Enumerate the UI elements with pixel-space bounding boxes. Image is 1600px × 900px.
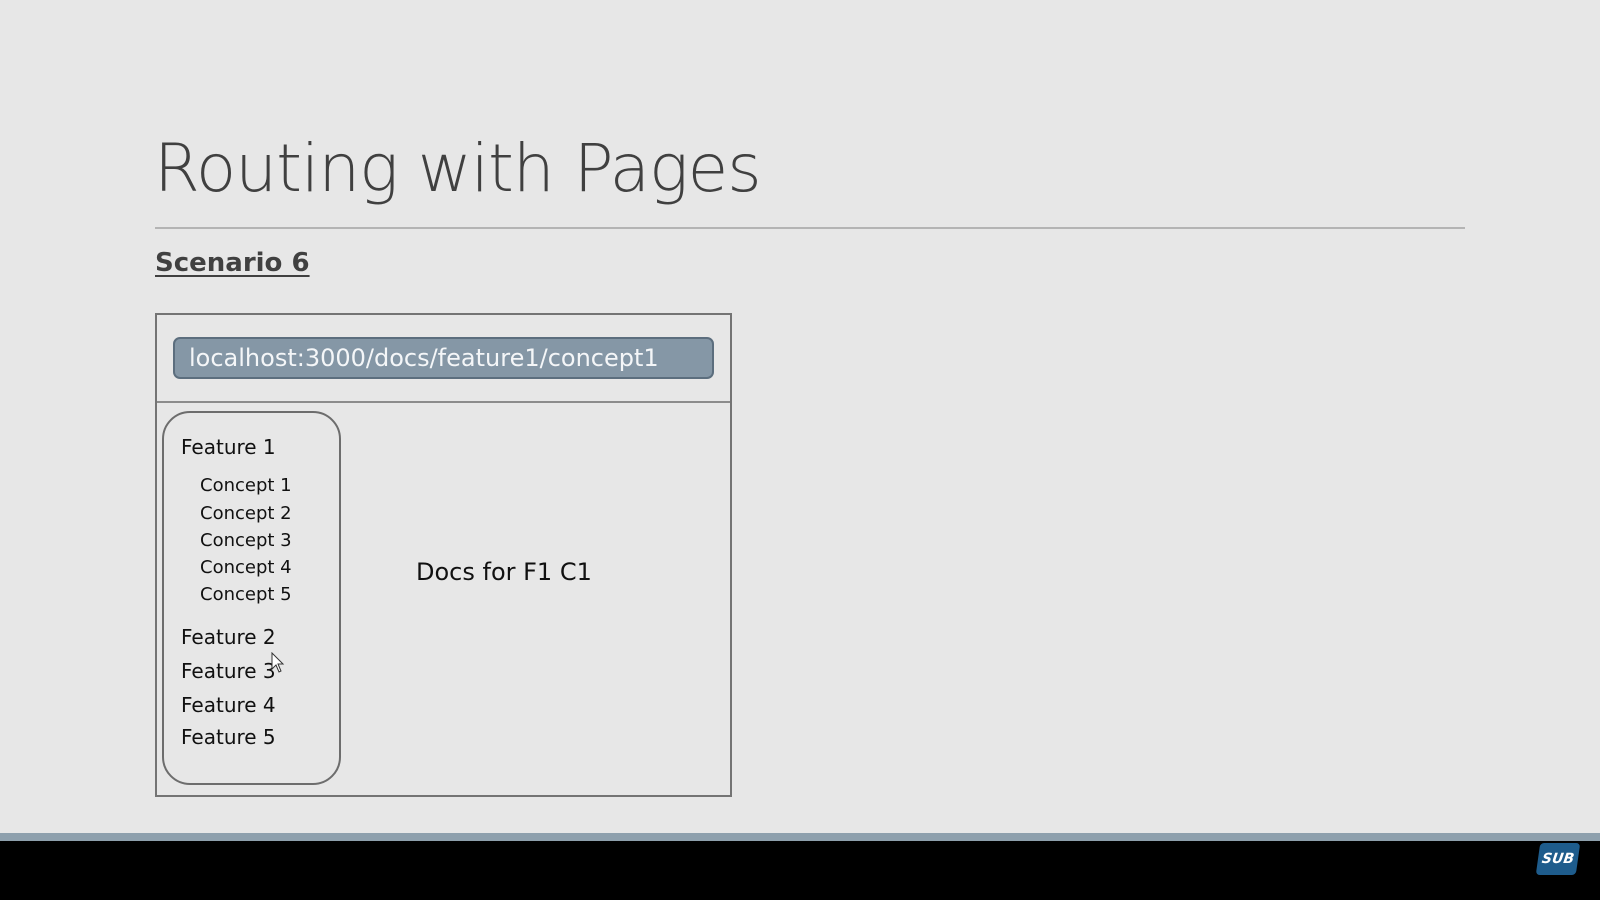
sidebar-feature-5: Feature 5 xyxy=(181,725,276,749)
docs-sidebar: Feature 1 Concept 1 Concept 2 Concept 3 … xyxy=(162,411,341,785)
bottom-stripe xyxy=(0,833,1600,841)
sidebar-concept-2: Concept 2 xyxy=(200,503,292,524)
url-bar: localhost:3000/docs/feature1/concept1 xyxy=(173,337,714,379)
sidebar-concept-5: Concept 5 xyxy=(200,584,292,605)
sidebar-feature-1: Feature 1 xyxy=(181,435,276,459)
sidebar-concept-4: Concept 4 xyxy=(200,557,292,578)
slide-subtitle: Scenario 6 xyxy=(155,248,310,278)
slide-title: Routing with Pages xyxy=(154,130,762,207)
sidebar-concept-3: Concept 3 xyxy=(200,530,292,551)
sidebar-feature-2: Feature 2 xyxy=(181,625,276,649)
sidebar-feature-4: Feature 4 xyxy=(181,693,276,717)
mouse-cursor-icon xyxy=(271,652,285,673)
slide: Routing with Pages Scenario 6 localhost:… xyxy=(154,130,1465,797)
video-bar xyxy=(0,841,1600,900)
browser-header-divider xyxy=(157,401,730,403)
title-divider xyxy=(155,227,1465,229)
sidebar-feature-3: Feature 3 xyxy=(181,659,276,683)
browser-mockup: localhost:3000/docs/feature1/concept1 Fe… xyxy=(155,313,732,797)
docs-content: Docs for F1 C1 xyxy=(416,558,592,586)
sidebar-concept-1: Concept 1 xyxy=(200,475,292,496)
subscribe-logo-icon[interactable]: SUB xyxy=(1535,843,1581,875)
